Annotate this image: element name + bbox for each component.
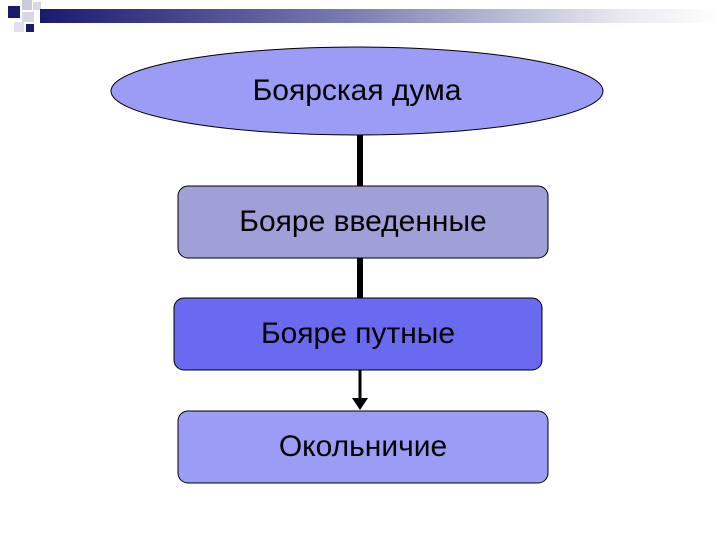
header-bar bbox=[40, 9, 720, 23]
root-ellipse bbox=[110, 46, 604, 136]
corner-square bbox=[14, 22, 24, 32]
root-label: Боярская дума bbox=[252, 74, 462, 107]
level-box-2 bbox=[173, 297, 543, 371]
level-box-1 bbox=[177, 185, 549, 259]
corner-square bbox=[22, 12, 34, 22]
corner-square bbox=[22, 0, 32, 10]
level-label-1: Бояре введенные bbox=[239, 205, 487, 238]
corner-square bbox=[26, 24, 34, 32]
corner-square bbox=[8, 6, 20, 18]
level-box-3 bbox=[177, 410, 549, 484]
corner-decoration bbox=[0, 0, 60, 40]
level-label-3: Окольничие bbox=[278, 430, 448, 463]
corner-square bbox=[33, 2, 41, 10]
level-label-2: Бояре путные bbox=[260, 317, 456, 350]
arrow-head bbox=[352, 398, 368, 410]
